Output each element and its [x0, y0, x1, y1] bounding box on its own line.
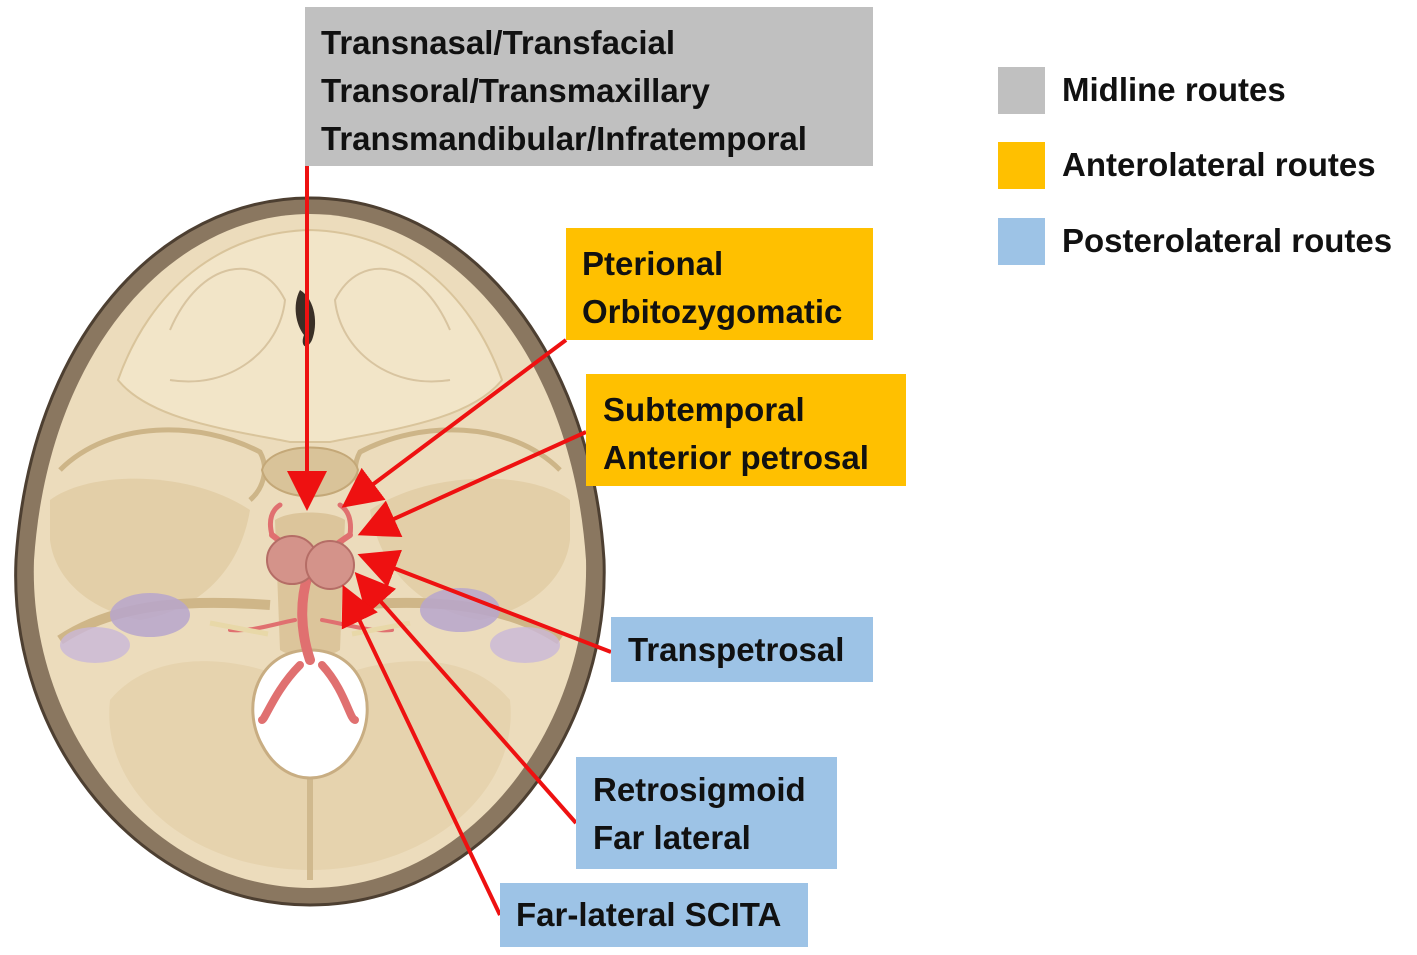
- label-retrosigmoid: Retrosigmoid Far lateral: [576, 757, 837, 869]
- legend-item-midline: Midline routes: [998, 66, 1286, 114]
- label-pterional: Pterional Orbitozygomatic: [566, 228, 873, 340]
- middle-cranial-fossa-left: [50, 478, 250, 620]
- label-pterional-line2: Orbitozygomatic: [582, 293, 843, 330]
- legend-swatch-midline: [998, 66, 1045, 114]
- nerve-bundle-left: [209, 620, 269, 637]
- mastoid-cells-left: [60, 627, 130, 663]
- label-transpetrosal: Transpetrosal: [611, 617, 873, 682]
- arrow-far-lateral-scita: [341, 584, 502, 916]
- label-transpetrosal-line1: Transpetrosal: [628, 631, 845, 668]
- label-pterional-line1: Pterional: [582, 245, 724, 282]
- legend-item-anterolateral: Anterolateral routes: [998, 141, 1376, 189]
- legend-swatch-posterolateral: [998, 217, 1045, 265]
- arrow-pterional: [341, 338, 568, 508]
- approach-arrows: [287, 165, 612, 916]
- label-retrosigmoid-line1: Retrosigmoid: [593, 771, 806, 808]
- arrow-retrosigmoid: [354, 571, 578, 825]
- arrow-transpetrosal: [357, 549, 612, 654]
- label-midline-line1: Transnasal/Transfacial: [321, 24, 676, 61]
- label-far-lateral-scita: Far-lateral SCITA: [500, 883, 808, 947]
- legend-label-anterolateral: Anterolateral routes: [1062, 146, 1376, 183]
- label-subtemporal-line2: Anterior petrosal: [603, 439, 869, 476]
- label-subtemporal-line1: Subtemporal: [603, 391, 805, 428]
- label-midline-routes: Transnasal/Transfacial Transoral/Transma…: [305, 7, 873, 166]
- arrow-subtemporal: [357, 430, 587, 538]
- sella-turcica: [260, 446, 360, 498]
- legend-item-posterolateral: Posterolateral routes: [998, 217, 1392, 265]
- label-retrosigmoid-line2: Far lateral: [593, 819, 751, 856]
- orbital-roof-right: [333, 267, 451, 383]
- middle-cranial-fossa-right: [370, 478, 570, 620]
- orbital-roof-left: [169, 267, 287, 383]
- label-midline-line3: Transmandibular/Infratemporal: [321, 120, 807, 157]
- legend-swatch-anterolateral: [998, 141, 1045, 189]
- aneurysm-right-lobe: [305, 540, 355, 590]
- inner-ear-right: [420, 588, 500, 632]
- label-subtemporal: Subtemporal Anterior petrosal: [586, 374, 906, 486]
- mastoid-cells-right: [490, 627, 560, 663]
- sphenoid-wing-left: [58, 427, 267, 502]
- legend-label-posterolateral: Posterolateral routes: [1062, 222, 1393, 259]
- inner-ear-left: [110, 593, 190, 637]
- legend-label-midline: Midline routes: [1062, 71, 1286, 108]
- label-midline-line2: Transoral/Transmaxillary: [321, 72, 710, 109]
- label-far-lateral-scita-line1: Far-lateral SCITA: [516, 896, 782, 933]
